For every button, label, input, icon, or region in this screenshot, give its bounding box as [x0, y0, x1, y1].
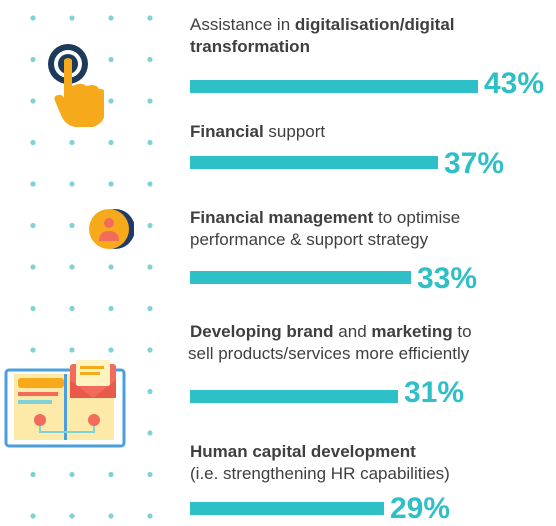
label-bold: marketing: [371, 322, 453, 341]
label-line-1: Assistance in digitalisation/digital: [190, 14, 556, 36]
label-line-1: Human capital development: [190, 441, 556, 463]
grid-dot: [30, 513, 36, 519]
label-bold: Human capital development: [190, 442, 416, 461]
email-document-icon: [4, 360, 126, 448]
grid-dot: [108, 181, 114, 187]
bar-1: [190, 156, 438, 169]
grid-dot: [147, 181, 153, 187]
grid-dot: [108, 15, 114, 21]
grid-dot: [147, 15, 153, 21]
label-bold: transformation: [190, 37, 310, 56]
category-label-3: Developing brand and marketing to sell p…: [188, 321, 556, 365]
grid-dot: [30, 305, 36, 312]
value-label-3: 31%: [404, 376, 465, 409]
label-bold: Developing brand: [190, 322, 334, 341]
grid-dot: [147, 98, 153, 104]
grid-dot: [69, 347, 75, 353]
grid-dot: [30, 471, 36, 478]
grid-dot: [69, 305, 75, 312]
grid-dot: [108, 471, 114, 478]
grid-dot: [30, 139, 36, 146]
label-line-2: (i.e. strengthening HR capabilities): [190, 463, 556, 485]
value-label-4: 29%: [390, 492, 451, 525]
label-text: sell products/services more efficiently: [188, 344, 470, 363]
value-label-1: 37%: [444, 147, 505, 180]
label-line-2: transformation: [190, 36, 556, 58]
grid-dot: [108, 264, 114, 270]
grid-dot: [147, 513, 153, 519]
grid-dot: [147, 305, 153, 312]
grid-dot: [69, 139, 75, 146]
grid-dot: [147, 388, 153, 395]
bar-4: [190, 502, 384, 515]
category-label-4: Human capital development (i.e. strength…: [190, 441, 556, 485]
grid-dot: [147, 471, 153, 478]
value-label-2: 33%: [417, 262, 478, 295]
label-text: support: [263, 122, 326, 141]
grid-dot: [69, 222, 75, 229]
grid-dot: [108, 139, 114, 146]
label-text: to optimise: [373, 208, 461, 227]
grid-dot: [147, 222, 153, 229]
label-bold: Financial management: [190, 208, 374, 227]
person-avatar-icon: [89, 209, 134, 249]
grid-dot: [69, 15, 75, 21]
pointing-hand-icon: [48, 44, 104, 127]
grid-dot: [30, 347, 36, 353]
label-text: (i.e. strengthening HR capabilities): [190, 464, 450, 483]
grid-dot: [69, 513, 75, 519]
label-text: to: [452, 322, 472, 341]
grid-dot: [108, 98, 114, 104]
grid-dot: [30, 222, 36, 229]
bar-3: [190, 390, 398, 403]
grid-dot: [147, 139, 153, 146]
grid-dot: [30, 15, 36, 21]
label-line-1: Financial management to optimise: [190, 207, 556, 229]
category-label-1: Financial support: [190, 121, 556, 143]
grid-dot: [30, 98, 36, 104]
value-label-0: 43%: [484, 67, 545, 100]
label-line-1: Developing brand and marketing to: [190, 321, 556, 343]
label-text: Assistance in: [190, 15, 295, 34]
label-bold: digitalisation/digital: [294, 15, 455, 34]
bar-0: [190, 80, 478, 93]
category-label-0: Assistance in digitalisation/digital tra…: [190, 14, 556, 58]
grid-dot: [30, 264, 36, 270]
category-label-2: Financial management to optimise perform…: [190, 207, 556, 251]
label-line-2: performance & support strategy: [190, 229, 556, 251]
bar-2: [190, 271, 411, 284]
grid-dot: [108, 305, 114, 312]
grid-dot: [147, 430, 153, 436]
grid-dot: [30, 181, 36, 187]
grid-dot: [147, 264, 153, 270]
grid-dot: [69, 471, 75, 478]
grid-dot: [69, 181, 75, 187]
label-text: performance & support strategy: [190, 230, 429, 249]
grid-dot: [30, 56, 36, 63]
grid-dot: [147, 56, 153, 63]
grid-dot: [108, 513, 114, 519]
grid-dot: [147, 347, 153, 353]
label-line-2: sell products/services more efficiently: [188, 343, 556, 365]
grid-dot: [69, 264, 75, 270]
label-line-1: Financial support: [190, 121, 556, 143]
grid-dot: [108, 347, 114, 353]
grid-dot: [108, 56, 114, 63]
label-text: and: [333, 322, 372, 341]
label-bold: Financial: [190, 122, 264, 141]
